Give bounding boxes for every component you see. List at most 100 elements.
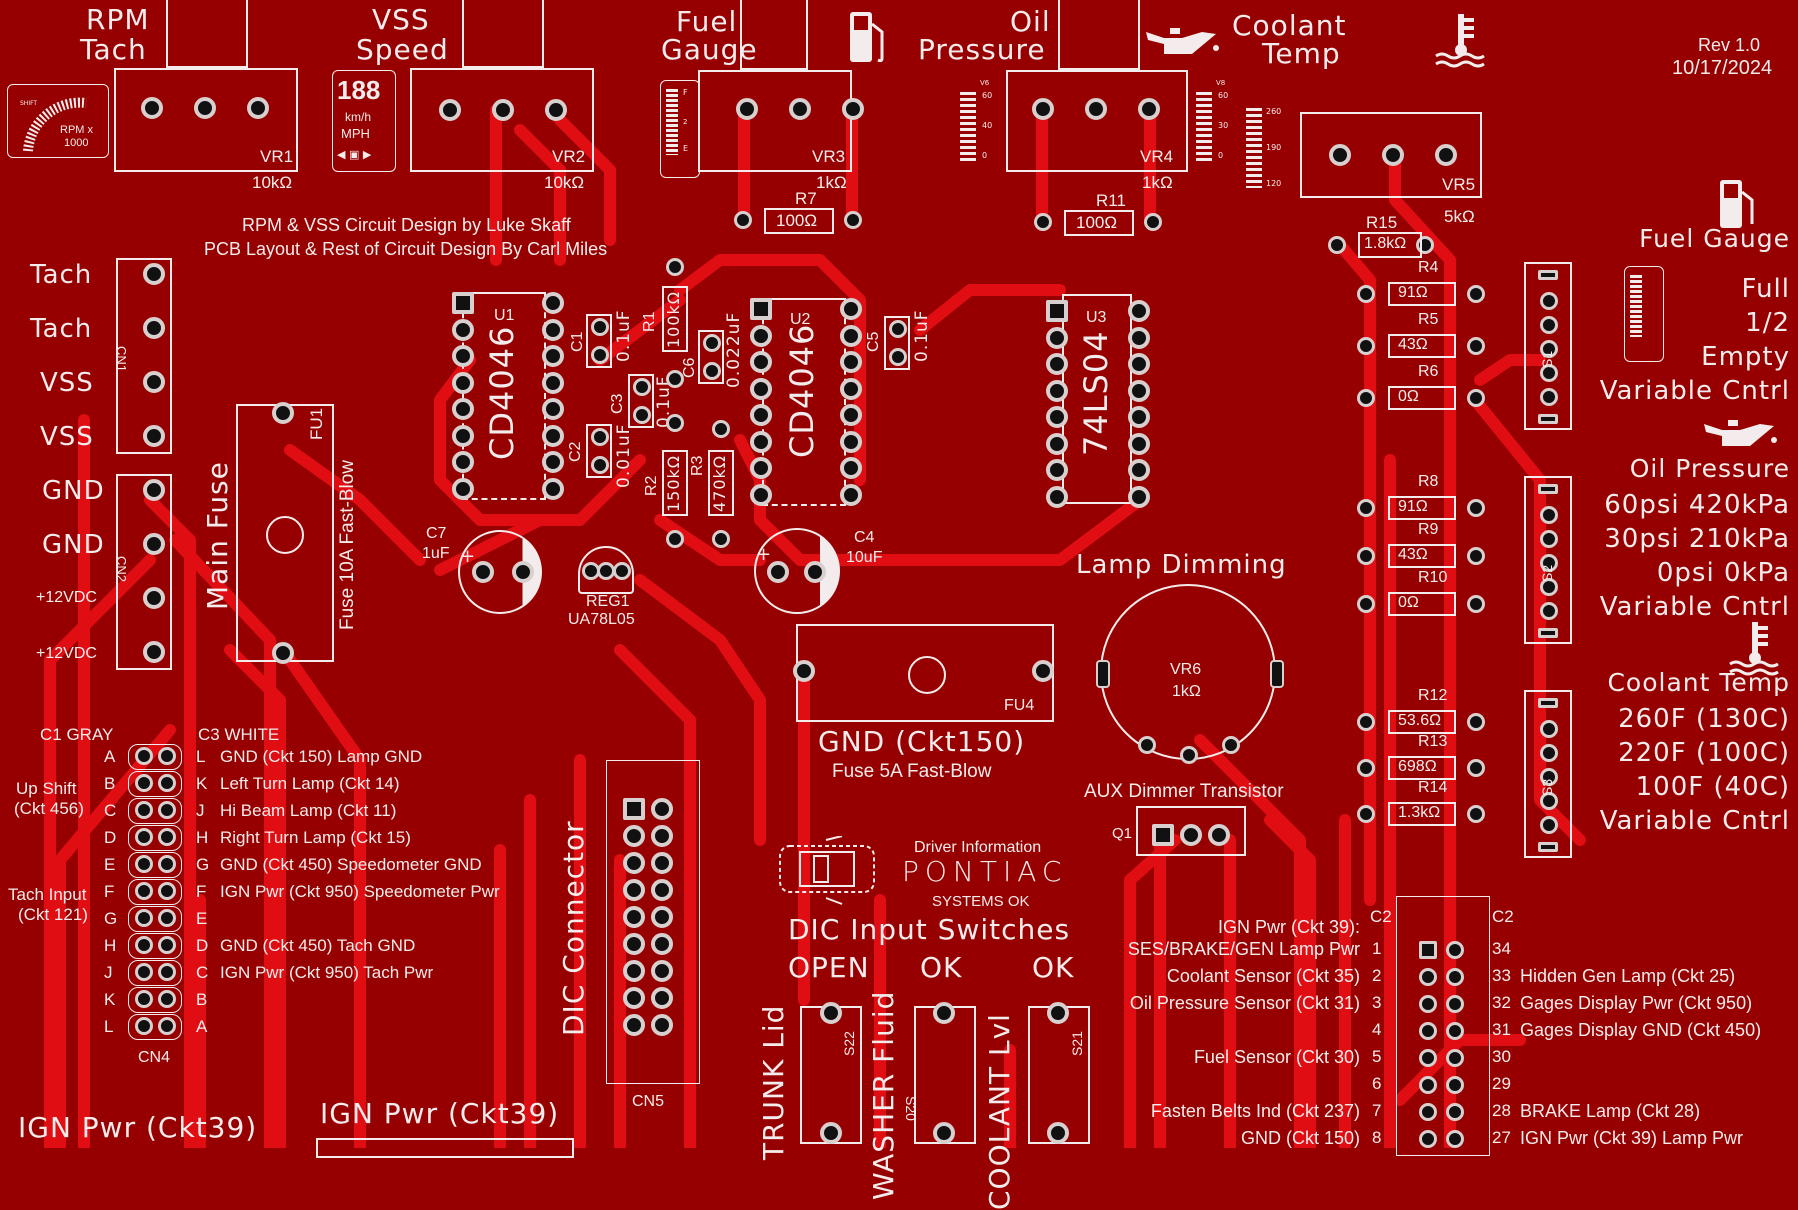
value-label: 43Ω [1398,546,1428,563]
component-outline [316,1138,574,1158]
pad [1467,499,1485,517]
pin-letter: B [104,774,116,793]
ref-label: U3 [1086,309,1107,326]
selector-s3[interactable] [1524,690,1572,858]
trace [144,494,196,1148]
selector-position-label: 260F (130C) [1618,704,1790,734]
trace [1389,149,1456,1148]
ic-pin [1046,300,1068,322]
ref-label: S20 [903,1096,919,1121]
ref-label: FU1 [307,407,326,440]
pad [143,479,165,501]
value-label: 10uF [846,549,883,566]
value-label: 0.022uF [724,311,744,388]
side-note: Tach Input [8,885,87,904]
pin-letter: E [196,909,208,928]
pad [1538,628,1558,638]
pin [623,879,645,901]
car-icon [779,836,875,905]
value-label: 0.01uF [614,423,634,488]
pin-letter: A [196,1017,208,1036]
pin [651,906,673,928]
ic-pin [542,424,564,447]
connector-outline [116,474,172,670]
pin [135,936,153,954]
pin [1419,968,1437,986]
ic-pin [840,351,862,373]
switch-state: OPEN [788,951,870,984]
ref-label: C5 [865,331,882,352]
ref-label: U1 [494,307,515,324]
pad [1357,805,1375,823]
gauge-title: Temp [1262,37,1341,70]
ic-pin [840,377,862,400]
ic-pin [452,318,474,341]
pad [712,530,730,548]
pad [1467,759,1485,777]
oil-scale-tick: 0 [1218,151,1224,160]
pin-number: 1 [1372,939,1382,958]
pin [623,933,645,955]
fuse-center-mark [266,516,304,554]
ref-label: VR1 [260,147,294,166]
value-label: 1kΩ [1172,683,1201,700]
value-label: 1uF [422,545,450,562]
selector-position-label: 30psi 210kPa [1604,524,1790,554]
pad [1538,484,1558,494]
pad [1357,547,1375,565]
pad [1382,144,1404,166]
pad [1540,292,1558,310]
pad [1467,805,1485,823]
switch-state: OK [1032,951,1075,984]
pin-number: 6 [1372,1074,1382,1093]
trace [1124,834,1181,1148]
pin [1419,995,1437,1013]
pad [143,533,165,555]
pad [1138,98,1160,120]
pin-letter: G [104,909,118,928]
pin [158,963,176,981]
ic-pin [1046,326,1068,349]
fuse-rating: Fuse 5A Fast-Blow [832,761,992,782]
ic-pin [452,398,474,420]
ic-outline [762,298,846,506]
ic-pin [1046,485,1068,508]
selector-s1[interactable] [1524,262,1572,430]
pad [633,378,651,396]
pad [247,97,269,119]
trace [614,644,696,1148]
section-title: Lamp Dimming [1076,550,1287,580]
trace [594,294,686,366]
gauge-title: Pressure [918,33,1046,66]
pin [135,990,153,1008]
ic-pin [542,345,564,367]
connector-outline [1396,896,1490,1156]
ref-label: R5 [1418,311,1439,328]
pad [143,641,165,663]
value-label: 53.6Ω [1398,712,1442,729]
ref-label: VR4 [1140,147,1174,166]
selector-position-label: 1/2 [1745,308,1790,338]
pin-function-label: IGN Pwr (Ckt 950) Tach Pwr [220,963,434,982]
selector-position-label: Empty [1701,342,1790,372]
pad [1467,547,1485,565]
pad [820,1002,842,1024]
selector-s2[interactable] [1524,476,1572,644]
pad [933,1002,955,1024]
ref-label: R6 [1418,363,1439,380]
pad [889,320,907,338]
pin [651,879,673,901]
pad [1467,389,1485,407]
pad [789,98,811,120]
ic-pin [1128,326,1150,349]
pin-number: 33 [1492,966,1511,985]
tach-unit: RPM x [60,124,93,136]
ic-pin [840,298,862,320]
pin [1446,1022,1464,1040]
ic-pin [840,404,862,426]
c2-pin-note: IGN Pwr (Ckt 39): [1217,917,1360,937]
pin [135,882,153,900]
pad [1540,578,1558,596]
pad [591,428,609,446]
value-label: 698Ω [1398,758,1437,775]
